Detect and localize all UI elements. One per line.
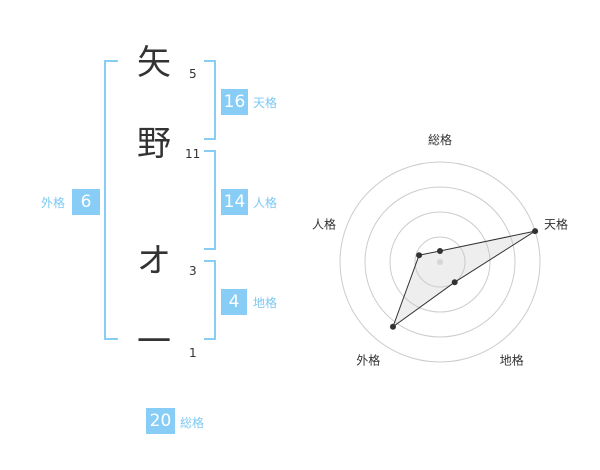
- jinkaku-value-badge: 14: [221, 189, 248, 215]
- soukaku-label: 総格: [180, 416, 205, 430]
- name-char-4: 一: [137, 322, 171, 362]
- jinkaku-label: 人格: [253, 196, 278, 210]
- radar-grid-ring: [339, 161, 541, 363]
- radar-data-point: [451, 279, 458, 286]
- radar-grid-ring: [364, 186, 516, 338]
- radar-data-point: [532, 228, 539, 235]
- radar-axis-label: 天格: [544, 216, 568, 231]
- tenkaku-label: 天格: [253, 96, 278, 110]
- tenkaku-value-badge: 16: [221, 89, 248, 115]
- radar-axis-label: 総格: [428, 132, 452, 147]
- stroke-count-4: 1: [189, 346, 197, 360]
- stroke-count-1: 5: [189, 67, 197, 81]
- radar-axis-label: 外格: [356, 353, 380, 368]
- gaikaku-value-badge: 6: [72, 189, 100, 215]
- radar-grid-ring: [414, 236, 466, 288]
- stroke-count-2: 11: [185, 147, 201, 161]
- chikaku-value-badge: 4: [221, 289, 247, 315]
- radar-center-dot: [437, 259, 443, 265]
- tenkaku-bracket: [204, 60, 216, 140]
- radar-data-point: [437, 248, 443, 254]
- jinkaku-bracket: [204, 150, 216, 250]
- stroke-count-3: 3: [189, 264, 197, 278]
- chikaku-bracket: [204, 260, 216, 340]
- radar-axis-label: 地格: [500, 353, 524, 368]
- radar-data-point: [389, 323, 396, 330]
- radar-axis-label: 人格: [312, 216, 336, 231]
- gaikaku-label: 外格: [41, 196, 66, 210]
- gaikaku-bracket: [104, 60, 118, 340]
- name-char-1: 矢: [137, 43, 171, 83]
- radar-grid-ring: [389, 211, 491, 313]
- soukaku-value-badge: 20: [146, 408, 175, 434]
- name-char-3: オ: [137, 241, 171, 281]
- radar-series-polygon: [391, 230, 536, 329]
- radar-data-point: [416, 252, 423, 259]
- chikaku-label: 地格: [253, 296, 278, 310]
- name-char-2: 野: [137, 124, 171, 164]
